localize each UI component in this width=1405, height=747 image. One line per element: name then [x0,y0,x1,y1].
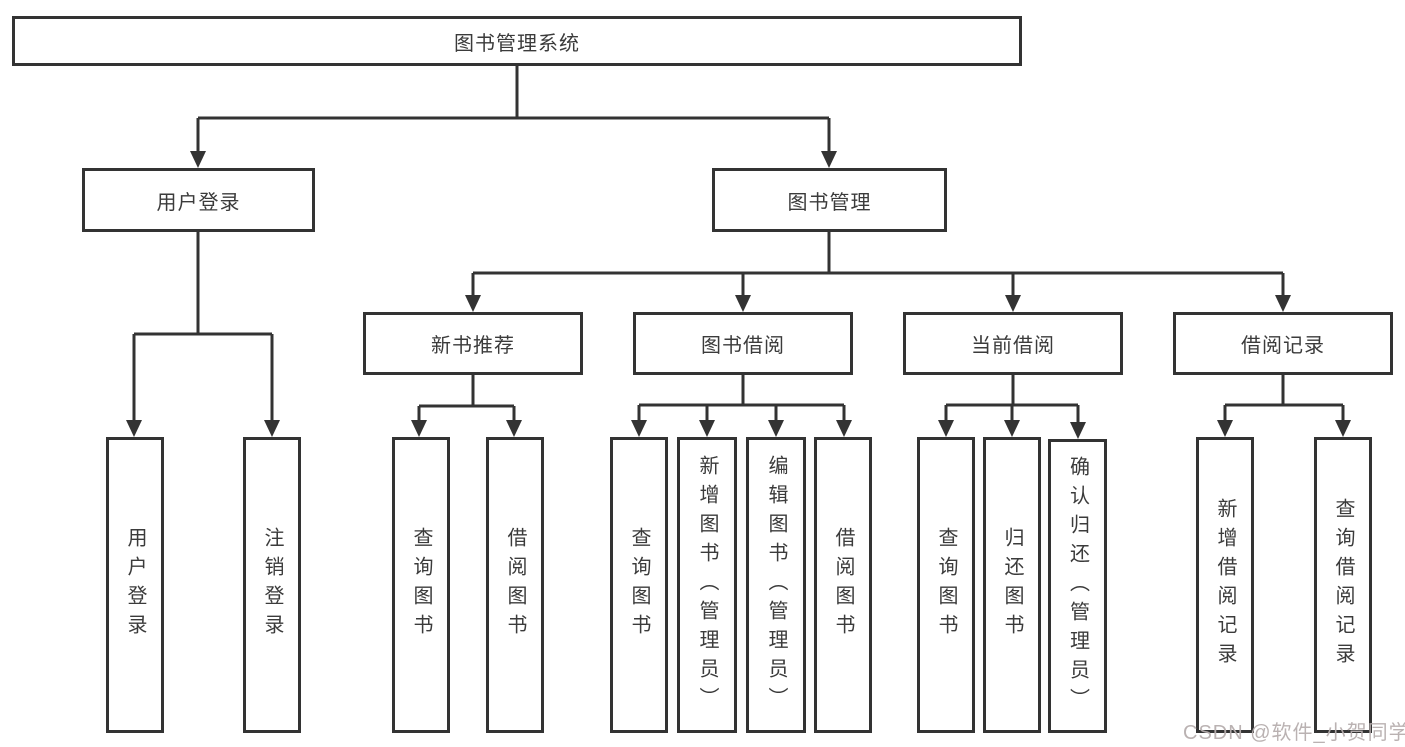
node-label: 当前借阅 [971,335,1055,357]
leaf-return-books: 归还图书 [983,437,1041,733]
node-book-borrowing: 图书借阅 [633,312,853,375]
leaf-add-book-admin: 新增图书（管理员） [677,437,737,733]
leaf-borrow-books: 借阅图书 [486,437,544,733]
leaf-label: 借阅图书 [832,527,854,643]
leaf-label: 查询借阅记录 [1332,498,1354,672]
leaf-label: 查询图书 [410,527,432,643]
leaf-label: 查询图书 [628,527,650,643]
leaf-confirm-return-admin: 确认归还（管理员） [1048,439,1107,733]
leaf-add-borrow-record: 新增借阅记录 [1196,437,1254,733]
node-borrowing-records: 借阅记录 [1173,312,1393,375]
node-label: 图书管理 [787,191,872,214]
leaf-label: 注销登录 [261,527,283,643]
leaf-label: 借阅图书 [504,527,526,643]
leaf-user-login: 用户登录 [106,437,164,733]
node-label: 图书管理系统 [454,32,580,55]
leaf-label: 编辑图书（管理员） [765,454,787,716]
connector-segments [132,66,1345,424]
node-label: 用户登录 [156,191,241,214]
node-book-management-system: 图书管理系统 [12,16,1022,66]
leaf-query-borrow-record: 查询借阅记录 [1314,437,1372,733]
leaf-query-books: 查询图书 [392,437,450,733]
leaf-label: 用户登录 [124,527,146,643]
node-label: 新书推荐 [431,335,515,357]
arrowheads [126,151,1351,439]
node-current-borrowing: 当前借阅 [903,312,1123,375]
leaf-edit-book-admin: 编辑图书（管理员） [746,437,806,733]
node-label: 借阅记录 [1241,335,1325,357]
leaf-query-books: 查询图书 [610,437,668,733]
node-book-management: 图书管理 [712,168,947,232]
leaf-query-books: 查询图书 [917,437,975,733]
node-new-book-recommendation: 新书推荐 [363,312,583,375]
leaf-label: 新增借阅记录 [1214,498,1236,672]
csdn-watermark: CSDN @软件_小贺同学 [1183,722,1405,744]
leaf-label: 归还图书 [1001,527,1023,643]
leaf-label: 新增图书（管理员） [696,454,718,716]
leaf-label: 查询图书 [935,527,957,643]
leaf-logout: 注销登录 [243,437,301,733]
leaf-label: 确认归还（管理员） [1066,455,1089,717]
node-user-login: 用户登录 [82,168,315,232]
leaf-borrow-books: 借阅图书 [814,437,872,733]
node-label: 图书借阅 [701,335,785,357]
